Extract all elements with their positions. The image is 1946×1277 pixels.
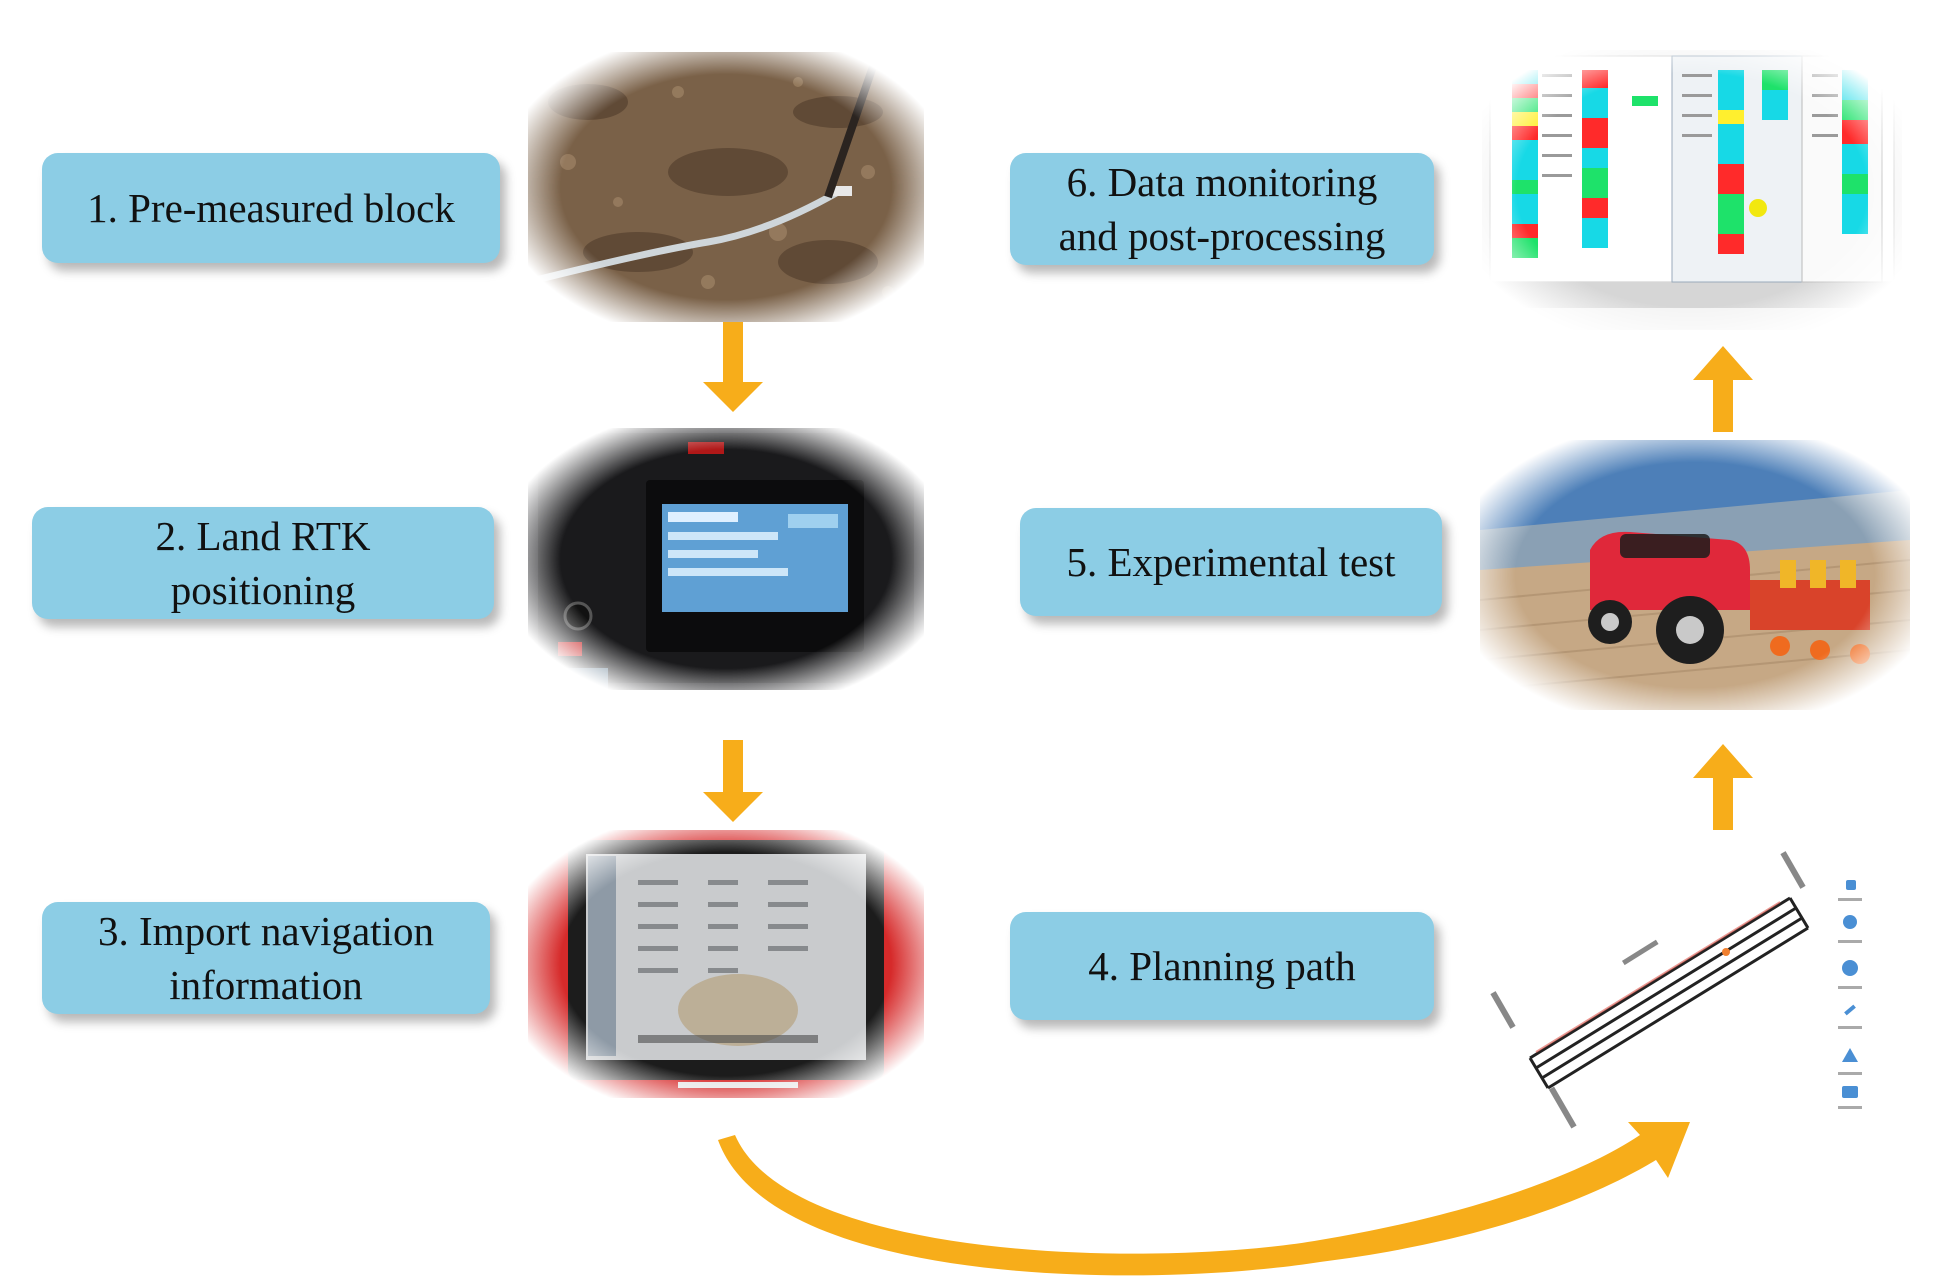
planned-path-diagram-icon	[1490, 840, 1870, 1140]
curved-arrow-step3-to-step4	[718, 1122, 1690, 1276]
step-6-label: 6. Data monitoring and post-processing	[1010, 153, 1434, 265]
arrow-step4-to-step5	[1693, 744, 1753, 830]
step-3-label: 3. Import navigation information	[42, 902, 490, 1014]
navigation-tablet-photo-icon	[528, 830, 924, 1098]
step-1-label: 1. Pre-measured block	[42, 153, 500, 263]
red-tractor-photo-icon	[1480, 440, 1910, 710]
rtk-terminal-photo-icon	[528, 428, 924, 690]
monitoring-software-screenshot-icon	[1482, 50, 1902, 330]
arrow-step1-to-step2	[703, 322, 763, 412]
step-4-label: 4. Planning path	[1010, 912, 1434, 1020]
arrow-step5-to-step6	[1693, 346, 1753, 432]
step-2-label: 2. Land RTK positioning	[32, 507, 494, 619]
soil-photo-icon	[528, 52, 924, 322]
step-5-label: 5. Experimental test	[1020, 508, 1442, 616]
arrow-step2-to-step3	[703, 740, 763, 822]
